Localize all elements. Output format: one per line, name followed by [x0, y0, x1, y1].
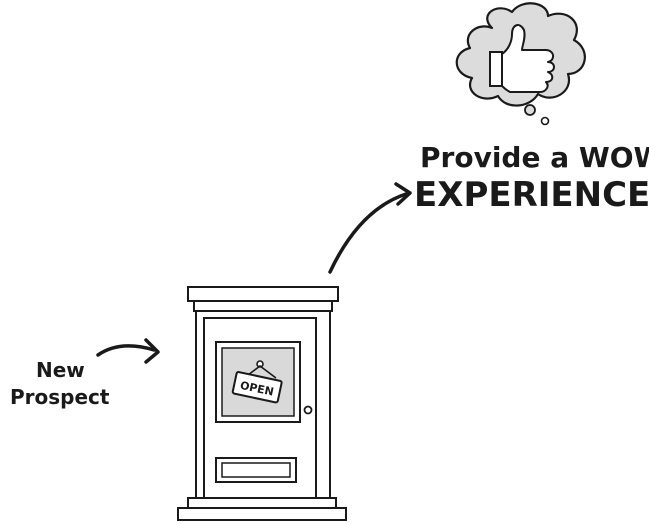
new-prospect-line2: Prospect: [10, 385, 110, 409]
wow-title-line1: Provide a WOW!: [420, 141, 649, 174]
arrow-to-door: [98, 340, 158, 362]
new-prospect-line1: New: [36, 358, 85, 382]
arrow-to-wow: [330, 184, 410, 272]
door: [178, 287, 346, 520]
wow-title-line2: EXPERIENCE: [414, 175, 649, 215]
